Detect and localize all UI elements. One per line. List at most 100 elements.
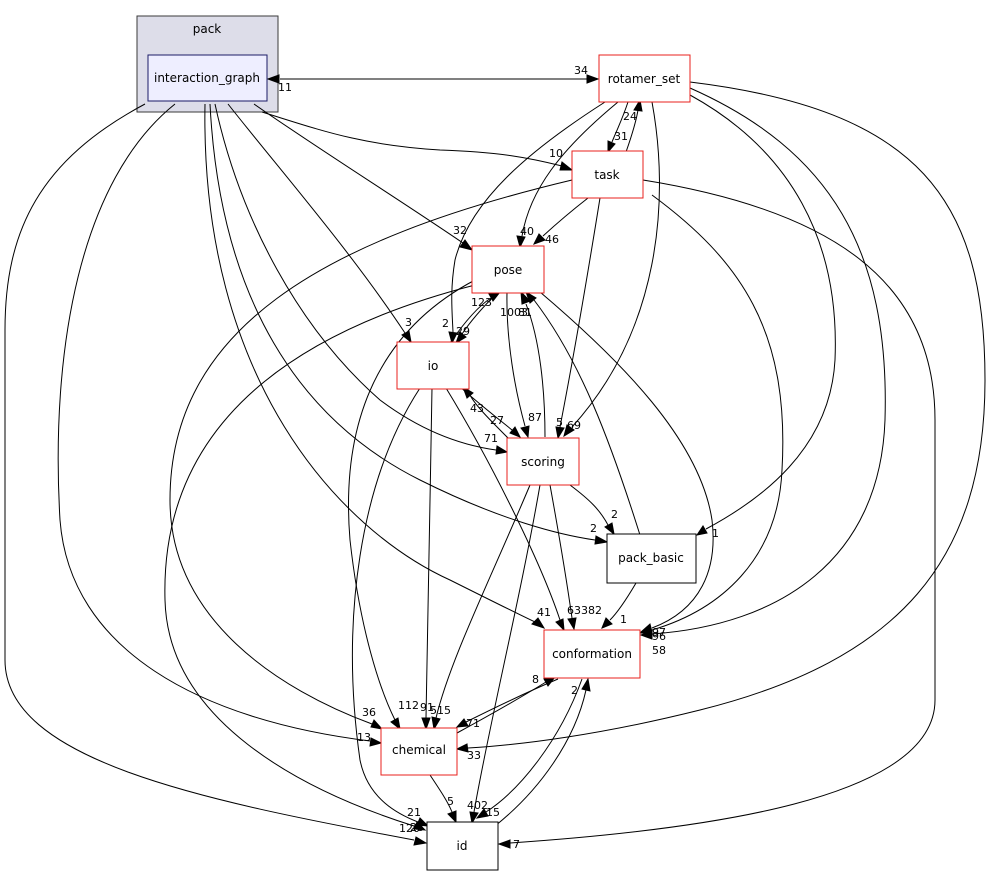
edge-rotamerset-packbasic [689,94,836,530]
edge-task-pose [542,197,589,237]
node-pack-basic-label: pack_basic [618,551,684,565]
node-conformation-label: conformation [552,647,632,661]
label-ig-chemical: 36 [362,706,376,719]
edge-ig-chemical [57,103,371,742]
arrowhead-pose-id [413,821,427,831]
node-id[interactable]: id [426,821,499,871]
node-pose[interactable]: pose [471,245,545,294]
arrowhead-packbasic-pose [525,290,537,304]
edge-rotamerset-io [451,101,606,333]
label-ig-task: 10 [549,147,563,160]
node-task[interactable]: task [571,150,644,199]
edge-packbasic-pose [533,299,641,536]
node-id-label: id [457,839,468,853]
edge-task-rotamerset [625,109,639,153]
edge-io-pose [449,297,492,344]
arrowhead-ig-pose [459,239,474,251]
edge-conformation-id [485,678,583,813]
node-io[interactable]: io [396,341,470,390]
edge-scoring-io [469,394,511,441]
label-ig-scoring: 71 [484,432,498,445]
edge-task-id [509,179,936,844]
edge-pose-conformation [539,291,714,629]
edge-ig-id [4,103,415,841]
edge-conformation-chemical [465,678,559,723]
node-rotamer-set[interactable]: rotamer_set [598,54,691,103]
label-ig-pose: 32 [453,224,467,237]
arrowhead-rotamerset-packbasic [695,525,708,536]
arrowhead-ig-scoring [495,445,509,455]
label-io-chemical: 91 [420,701,434,714]
edge-ig-pose [253,103,464,244]
arrowhead-ig-rotamerset [586,74,600,84]
edge-rotamerset-conformation [651,87,886,635]
label-task-conformation: 97 [652,626,666,639]
arrowhead-pose-io [455,331,467,345]
label-pose-chemical: 112 [398,699,419,712]
label-ig-io: 3 [405,316,412,329]
edge-scoring-id [473,484,541,813]
label-chemical-id: 5 [447,795,454,808]
node-task-label: task [594,168,619,182]
edge-rotamerset-chemical [467,81,986,749]
node-conformation[interactable]: conformation [543,629,641,679]
label-ig-packbasic: 2 [590,522,597,535]
edge-rotamerset-task [611,101,629,143]
label-ig-id: 120 [399,822,420,835]
label-pose-scoring: 1003 [500,306,528,319]
label-io-conformation: 63 [567,604,581,617]
edge-scoring-pose [525,303,546,438]
label-task-rotamerset: 24 [623,110,637,123]
arrowhead-ig-packbasic [594,535,609,545]
edge-id-conformation [494,689,587,827]
arrowhead-scoring-chemical [431,716,441,731]
arrowhead-rotamerset-pose [516,235,526,249]
label-pose-io: 29 [456,325,470,338]
edge-pose-id [164,284,476,827]
label-task-chemical: 13 [357,731,371,744]
label-scoring-conformation: 382 [581,604,602,617]
label-rotamerset-conformation-b: 58 [652,644,666,657]
node-rotamer-set-label: rotamer_set [608,72,681,86]
edge-io-id [352,387,421,823]
label-scoring-packbasic: 2 [611,508,618,521]
nodes: interaction_graph rotamer_set task pose … [147,54,697,871]
label-packbasic-conformation: 1 [620,613,627,626]
label-scoring-io: 43 [470,402,484,415]
label-ig-rotamerset: 34 [574,64,588,77]
label-io-id: 23 [410,821,424,834]
arrowhead-scoring-io [462,385,474,399]
edge-scoring-chemical [435,484,531,719]
label-chemical-conformation: 8 [532,673,539,686]
label-task-id: 7 [513,838,520,851]
label-rotamerset-task: 31 [614,130,628,143]
arrowhead-id-conformation [581,677,591,692]
node-chemical[interactable]: chemical [380,727,458,776]
label-scoring-pose-up: 87 [528,411,542,424]
edge-rotamerset-scoring [571,101,660,428]
edge-chemical-id [429,774,453,813]
label-scoring-pose: 81 [518,306,532,319]
label-conformation-id: 15 [486,806,500,819]
label-rotamerset-chemical: 33 [467,749,481,762]
label-rotamerset-packbasic: 1 [712,527,719,540]
arrowhead-ig-io [401,330,412,344]
node-scoring[interactable]: scoring [506,437,580,486]
label-io-pose: 123 [471,296,492,309]
edge-packbasic-conformation [609,582,637,621]
label-id-conformation: 2 [571,684,578,697]
node-interaction-graph-label: interaction_graph [154,71,260,85]
arrowhead-io-id [416,817,430,827]
arrowhead-scoring-id [469,811,479,825]
label-pose-id: 21 [407,806,421,819]
arrowhead-scoring-pose [520,290,531,305]
edge-ig-conformation [204,103,536,623]
label-rotamerset-ig: 11 [278,81,292,94]
arrowhead-io-chemical [421,717,431,731]
cluster-pack-label: pack [193,22,222,36]
arrowhead-task-id [497,839,511,849]
edge-io-conformation [445,387,561,621]
node-interaction-graph[interactable]: interaction_graph [147,54,268,102]
arrowhead-scoring-conformation [567,617,577,631]
node-pack-basic[interactable]: pack_basic [606,533,697,584]
